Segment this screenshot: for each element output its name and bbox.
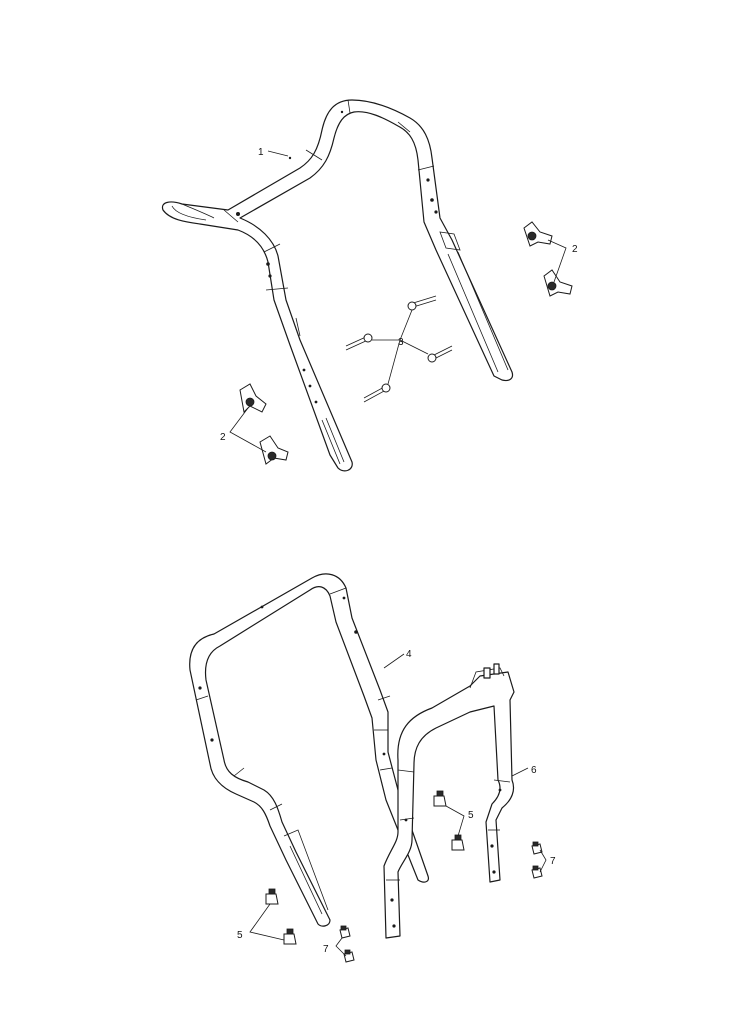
callout-7-lower-label: 7 <box>323 944 329 955</box>
lower-frame-part-6 <box>383 663 515 939</box>
callout-4: 4 <box>383 649 412 669</box>
bolts-part-5-lower <box>265 888 297 945</box>
callout-6: 6 <box>511 765 537 777</box>
knob-part-2-lower-left <box>239 383 289 465</box>
callout-7-right-label: 7 <box>550 856 556 867</box>
callout-3-label: 3 <box>398 337 404 348</box>
callout-5-upper: 5 <box>445 805 474 837</box>
callout-2-lower: 2 <box>220 407 267 453</box>
callout-2-lower-label: 2 <box>220 432 226 443</box>
callout-1-label: 1 <box>258 147 264 158</box>
callout-1: 1 <box>258 147 289 158</box>
upper-handle-part-1 <box>161 99 514 472</box>
bolts-part-3 <box>345 295 453 403</box>
callout-2-upper-label: 2 <box>572 244 578 255</box>
callout-3: 3 <box>372 309 429 385</box>
callout-5-lower-label: 5 <box>237 930 243 941</box>
callout-4-label: 4 <box>406 649 412 660</box>
callout-5-upper-label: 5 <box>468 810 474 821</box>
knob-part-2-upper-right <box>523 221 573 297</box>
callout-2-upper: 2 <box>547 239 578 283</box>
nuts-part-7-right <box>531 841 543 879</box>
callout-7-right: 7 <box>539 849 556 873</box>
callout-5-lower: 5 <box>237 903 285 941</box>
bolts-part-5-upper <box>433 790 465 851</box>
callout-7-lower: 7 <box>323 937 347 957</box>
callout-6-label: 6 <box>531 765 537 776</box>
nuts-part-7-lower <box>339 925 355 963</box>
lower-frame-part-4 <box>189 573 429 927</box>
